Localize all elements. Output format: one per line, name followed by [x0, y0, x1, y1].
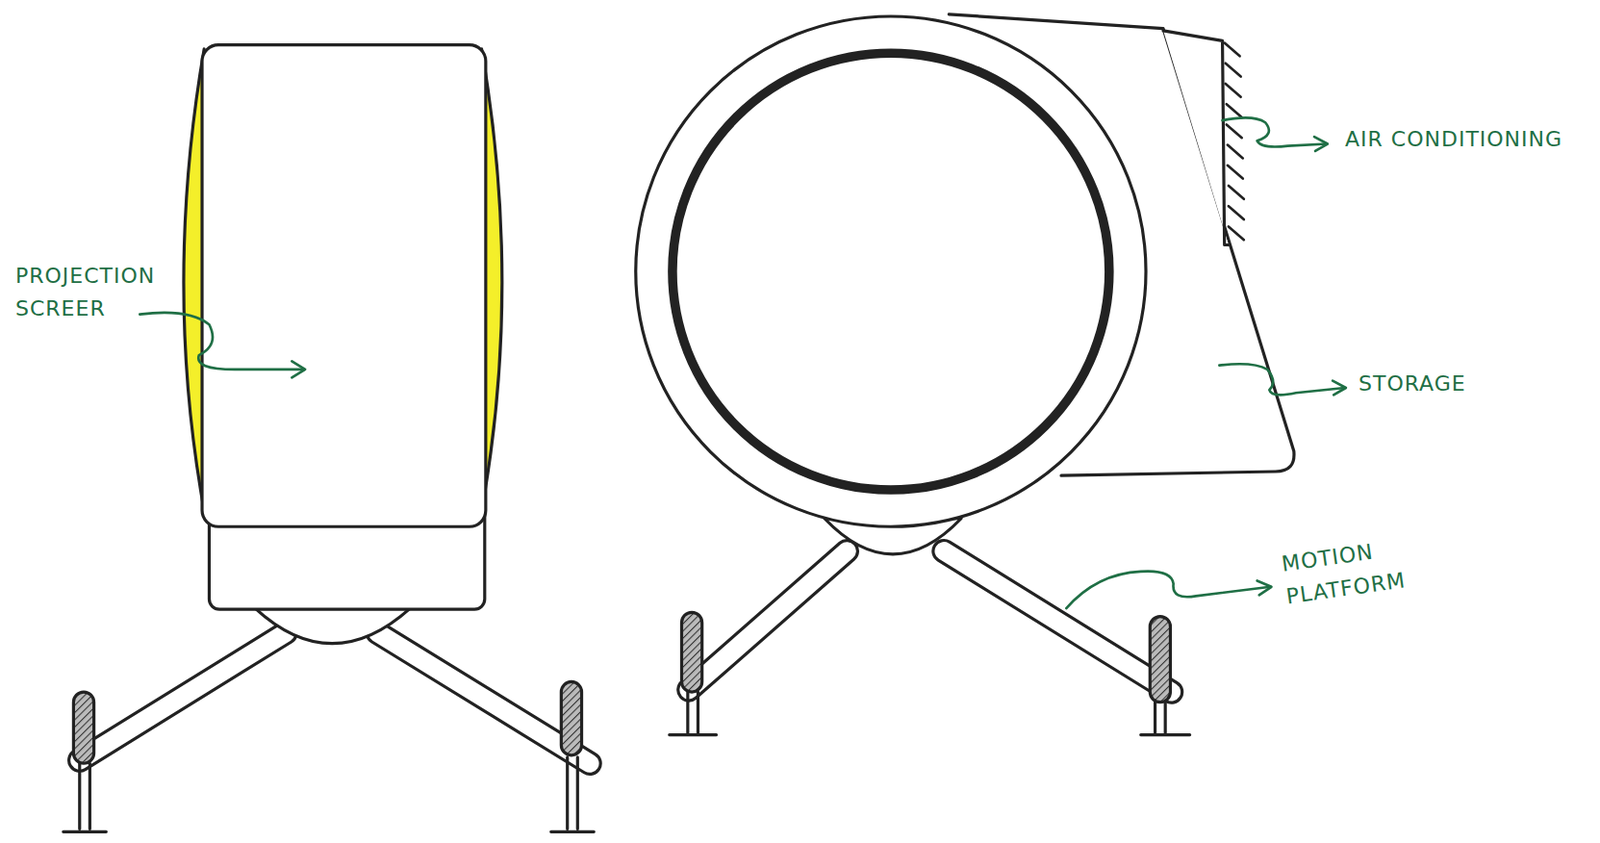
side-view	[635, 14, 1295, 736]
part-label: MOTION PLATFORM	[1279, 532, 1408, 614]
part-label: AIR CONDITIONING	[1345, 123, 1563, 156]
leader-lines	[139, 117, 1347, 609]
part-label: STORAGE	[1358, 367, 1467, 401]
part-label: PROJECTION SCREER	[15, 259, 155, 326]
front-view	[63, 45, 594, 833]
